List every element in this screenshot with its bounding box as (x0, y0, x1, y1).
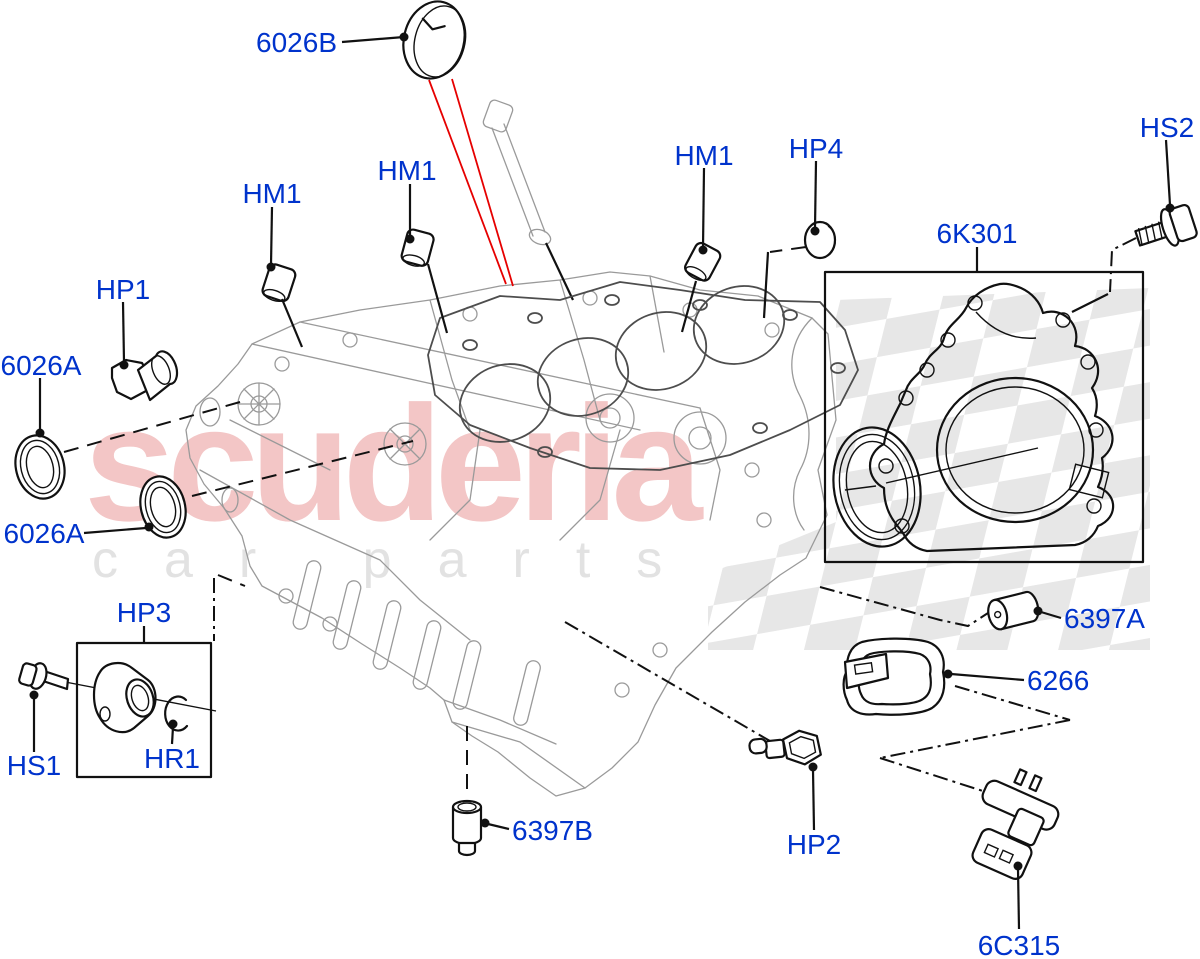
detail-box-6K301 (823, 270, 1145, 564)
part-label-6C315[interactable]: 6C315 (978, 930, 1061, 959)
part-label-6397A[interactable]: 6397A (1064, 603, 1145, 634)
part-label-6266[interactable]: 6266 (1027, 665, 1089, 696)
axis-HP3 (213, 574, 246, 641)
part-dowel-HM1-mid (400, 228, 435, 267)
part-seal-6026A-lower (139, 475, 187, 539)
watermark-checker-flag (708, 288, 1150, 650)
part-core-plug-6026B (402, 0, 467, 80)
part-label-HP2[interactable]: HP2 (787, 829, 841, 860)
axis-HP2 (564, 621, 771, 742)
axis-seal-upper (63, 399, 248, 453)
part-label-6026A-lower[interactable]: 6026A (4, 518, 85, 549)
part-plug-HP4 (803, 220, 837, 260)
head-gasket-illustration (427, 281, 859, 471)
axis-HP4 (762, 246, 807, 319)
part-bolt-HS2 (1134, 203, 1198, 247)
axis-6397A (819, 586, 989, 628)
leader-lines (29, 32, 1175, 930)
part-label-6K301[interactable]: 6K301 (937, 218, 1018, 249)
part-label-HS1[interactable]: HS1 (7, 750, 61, 781)
part-label-6397B[interactable]: 6397B (512, 815, 593, 846)
part-plug-HP1 (110, 350, 179, 402)
block-skirt-slots (292, 560, 541, 726)
part-label-HM1-mid[interactable]: HM1 (377, 155, 436, 186)
part-crank-seal-6K301 (832, 426, 922, 548)
part-label-HP4[interactable]: HP4 (789, 133, 843, 164)
part-label-HP1[interactable]: HP1 (96, 274, 150, 305)
highlight-leader-6026B (428, 78, 514, 287)
part-label-6026A-upper[interactable]: 6026A (1, 350, 82, 381)
part-cup-plug-6397B (451, 799, 483, 857)
part-seal-6026A-upper (14, 434, 66, 500)
part-snap-ring-HR1 (164, 695, 189, 732)
part-label-HM1-left[interactable]: HM1 (242, 178, 301, 209)
part-label-6026B[interactable]: 6026B (256, 27, 337, 58)
part-dowel-HM1-left (261, 263, 297, 303)
part-label-HM1-right[interactable]: HM1 (674, 140, 733, 171)
axis-HS2 (1071, 237, 1137, 313)
part-label-HP3[interactable]: HP3 (117, 597, 171, 628)
part-plug-HP3 (92, 662, 157, 734)
dipstick-tube (482, 99, 552, 246)
watermark-tagline: car parts (92, 531, 709, 589)
axis-6C315 (879, 685, 1071, 793)
part-sensor-HP2 (748, 729, 822, 766)
part-gasket-6266 (842, 637, 946, 716)
cam-bore-upper (237, 382, 281, 426)
part-dowel-HM1-right (684, 241, 722, 282)
part-timing-cover-6K301 (868, 282, 1115, 553)
watermark-brand: scuderia (84, 372, 703, 555)
part-cup-plug-6397A (987, 590, 1040, 631)
part-label-HS2[interactable]: HS2 (1140, 112, 1194, 143)
axis-seal-lower (191, 440, 414, 497)
part-label-HR1[interactable]: HR1 (144, 743, 200, 774)
